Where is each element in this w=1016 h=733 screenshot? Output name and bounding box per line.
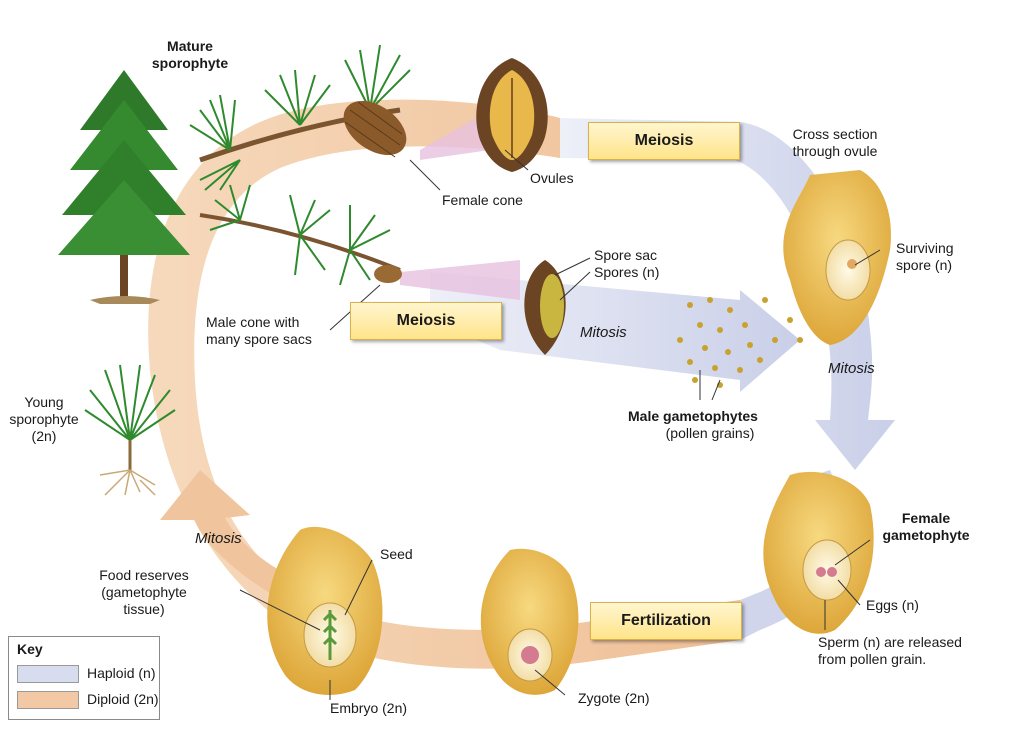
key-swatch-diploid bbox=[17, 691, 79, 709]
label-zygote: Zygote (2n) bbox=[578, 690, 650, 707]
label-eggs: Eggs (n) bbox=[866, 597, 919, 614]
key-label-diploid: Diploid (2n) bbox=[87, 691, 159, 707]
mitosis-label-center: Mitosis bbox=[580, 324, 627, 341]
zygote-ovule-illustration bbox=[481, 549, 579, 695]
meiosis-stage-top: Meiosis bbox=[588, 122, 740, 160]
label-embryo: Embryo (2n) bbox=[330, 700, 407, 717]
key-label-haploid: Haploid (n) bbox=[87, 665, 155, 681]
meiosis-stage-middle: Meiosis bbox=[350, 302, 502, 340]
label-male-gametophytes: Male gametophytes bbox=[628, 408, 758, 425]
label-seed: Seed bbox=[380, 546, 413, 563]
female-cone-section-illustration bbox=[476, 58, 547, 172]
label-ovules: Ovules bbox=[530, 170, 574, 187]
key-title: Key bbox=[17, 641, 43, 657]
label-spores: Spores (n) bbox=[594, 264, 659, 281]
label-spore-sac: Spore sac bbox=[594, 247, 657, 264]
label-pollen-grains: (pollen grains) bbox=[650, 425, 770, 442]
legend-key: Key Haploid (n) Diploid (2n) bbox=[8, 636, 160, 720]
seed-illustration bbox=[267, 527, 382, 695]
label-female-cone: Female cone bbox=[442, 192, 523, 209]
ovule-cross-section-illustration bbox=[783, 170, 891, 345]
mitosis-label-right: Mitosis bbox=[828, 360, 875, 377]
fertilization-stage: Fertilization bbox=[590, 602, 742, 640]
key-swatch-haploid bbox=[17, 665, 79, 683]
mitosis-label-left: Mitosis bbox=[195, 530, 242, 547]
diploid-band bbox=[148, 100, 740, 669]
